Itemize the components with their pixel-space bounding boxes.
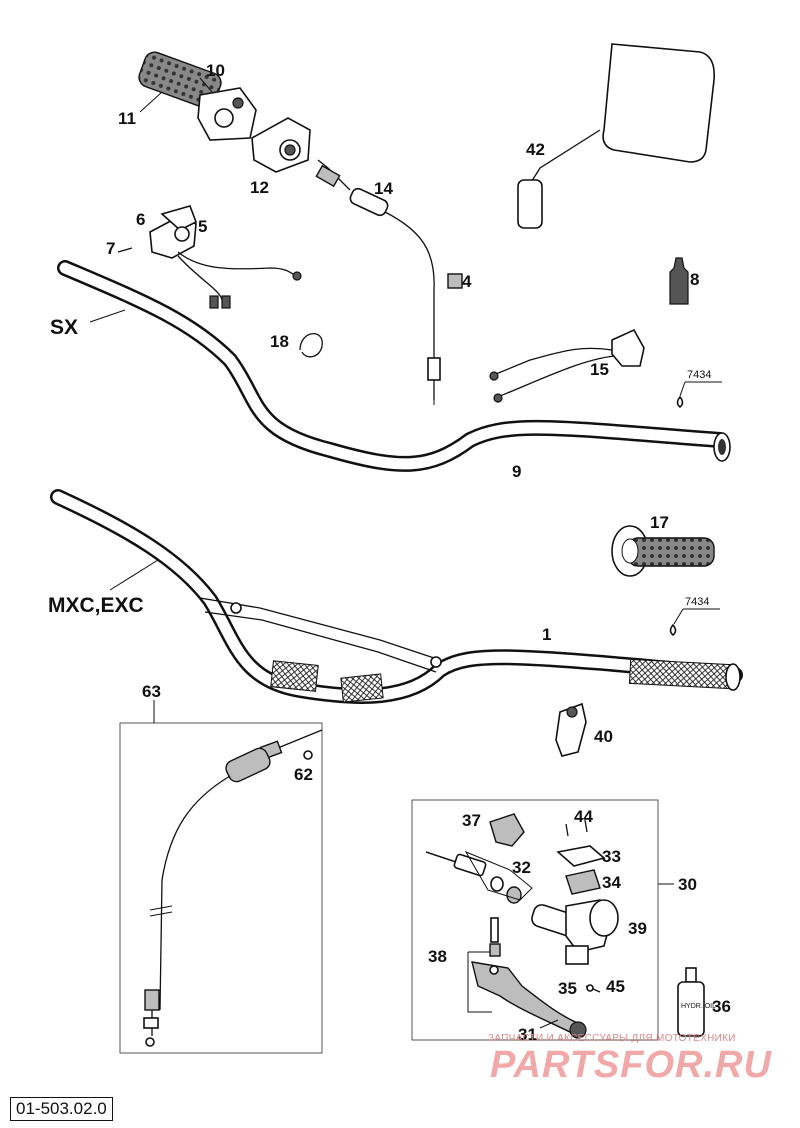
ref-code-top: 7434: [687, 369, 711, 381]
part-label-34: 34: [602, 873, 621, 892]
mxc-exc-variant-label: MXC,EXC: [48, 594, 144, 617]
throttle-cable: [315, 159, 441, 405]
clutch-cable: [143, 729, 323, 1047]
reservoir-cap: [556, 845, 606, 867]
part-label-32: 32: [512, 858, 531, 877]
master-cylinder-box: [411, 799, 659, 1041]
clamp: [555, 702, 587, 757]
part-label-38: 38: [428, 947, 447, 966]
adjuster-screw: [585, 984, 601, 993]
switch-housing: [149, 205, 302, 309]
oil-bottle-label: HYDR. OIL: [681, 1003, 716, 1010]
part-label-35: 35: [558, 979, 577, 998]
handlebar-grip: [611, 525, 715, 577]
reservoir-cap-cover: [489, 813, 525, 847]
thread-lock-bottle: [669, 257, 689, 305]
part-label-31: 31: [518, 1025, 537, 1044]
part-label-40: 40: [594, 727, 613, 746]
part-label-1: 1: [542, 625, 551, 644]
master-cylinder-body: [531, 899, 619, 965]
part-label-18: 18: [270, 332, 289, 351]
throttle-grip-assembly: [138, 51, 257, 141]
watermark-logo: PARTSFOR.RU: [490, 1044, 772, 1086]
part-label-12: 12: [250, 178, 269, 197]
part-label-15: 15: [590, 360, 609, 379]
part-label-6: 6: [136, 210, 145, 229]
mirror: [517, 43, 716, 229]
part-label-8: 8: [690, 270, 699, 289]
screw: [117, 247, 133, 253]
cap-screws: [565, 819, 588, 837]
kill-switch: [489, 328, 645, 403]
handlebar-sx: [57, 260, 731, 472]
part-label-63: 63: [142, 682, 161, 701]
clutch-lever: [471, 961, 587, 1039]
part-label-4: 4: [462, 272, 472, 291]
drawing-code: 01-503.02.0: [10, 1097, 113, 1121]
handlebar-mxc-exc: [50, 489, 743, 704]
piston-kit: [425, 850, 533, 904]
part-label-7: 7: [106, 239, 115, 258]
sx-variant-label: SX: [50, 316, 78, 339]
part-label-30: 30: [678, 875, 697, 894]
part-label-39: 39: [628, 919, 647, 938]
hydraulic-oil-bottle: HYDR. OIL: [677, 967, 716, 1037]
part-label-44: 44: [574, 807, 593, 826]
part-label-14: 14: [374, 179, 393, 198]
ref-code-marker-top: 7434: [676, 369, 722, 409]
cable-tie: [299, 333, 323, 358]
throttle-housing: [251, 117, 311, 173]
part-label-42: 42: [526, 140, 545, 159]
part-label-9: 9: [512, 462, 521, 481]
part-label-11: 11: [118, 109, 136, 128]
part-label-33: 33: [602, 847, 621, 866]
ref-code-marker-bottom: 7434: [669, 596, 720, 637]
part-label-10: 10: [206, 61, 225, 80]
part-label-17: 17: [650, 513, 669, 532]
part-label-37: 37: [462, 811, 481, 830]
ref-code-bottom: 7434: [685, 596, 709, 608]
cable-nipple: [303, 750, 313, 760]
watermark-caption: ЗАПЧАСТИ И АКСЕССУАРЫ ДЛЯ МОТОТЕХНИКИ: [488, 1033, 736, 1044]
clutch-cable-box: [119, 722, 323, 1054]
part-label-5: 5: [198, 217, 207, 236]
diaphragm: [565, 869, 601, 895]
pivot-bolt-bushing: [467, 917, 501, 1013]
nut: [447, 273, 463, 289]
part-label-62: 62: [294, 765, 313, 784]
part-label-45: 45: [606, 977, 625, 996]
part-label-36: 36: [712, 997, 731, 1016]
